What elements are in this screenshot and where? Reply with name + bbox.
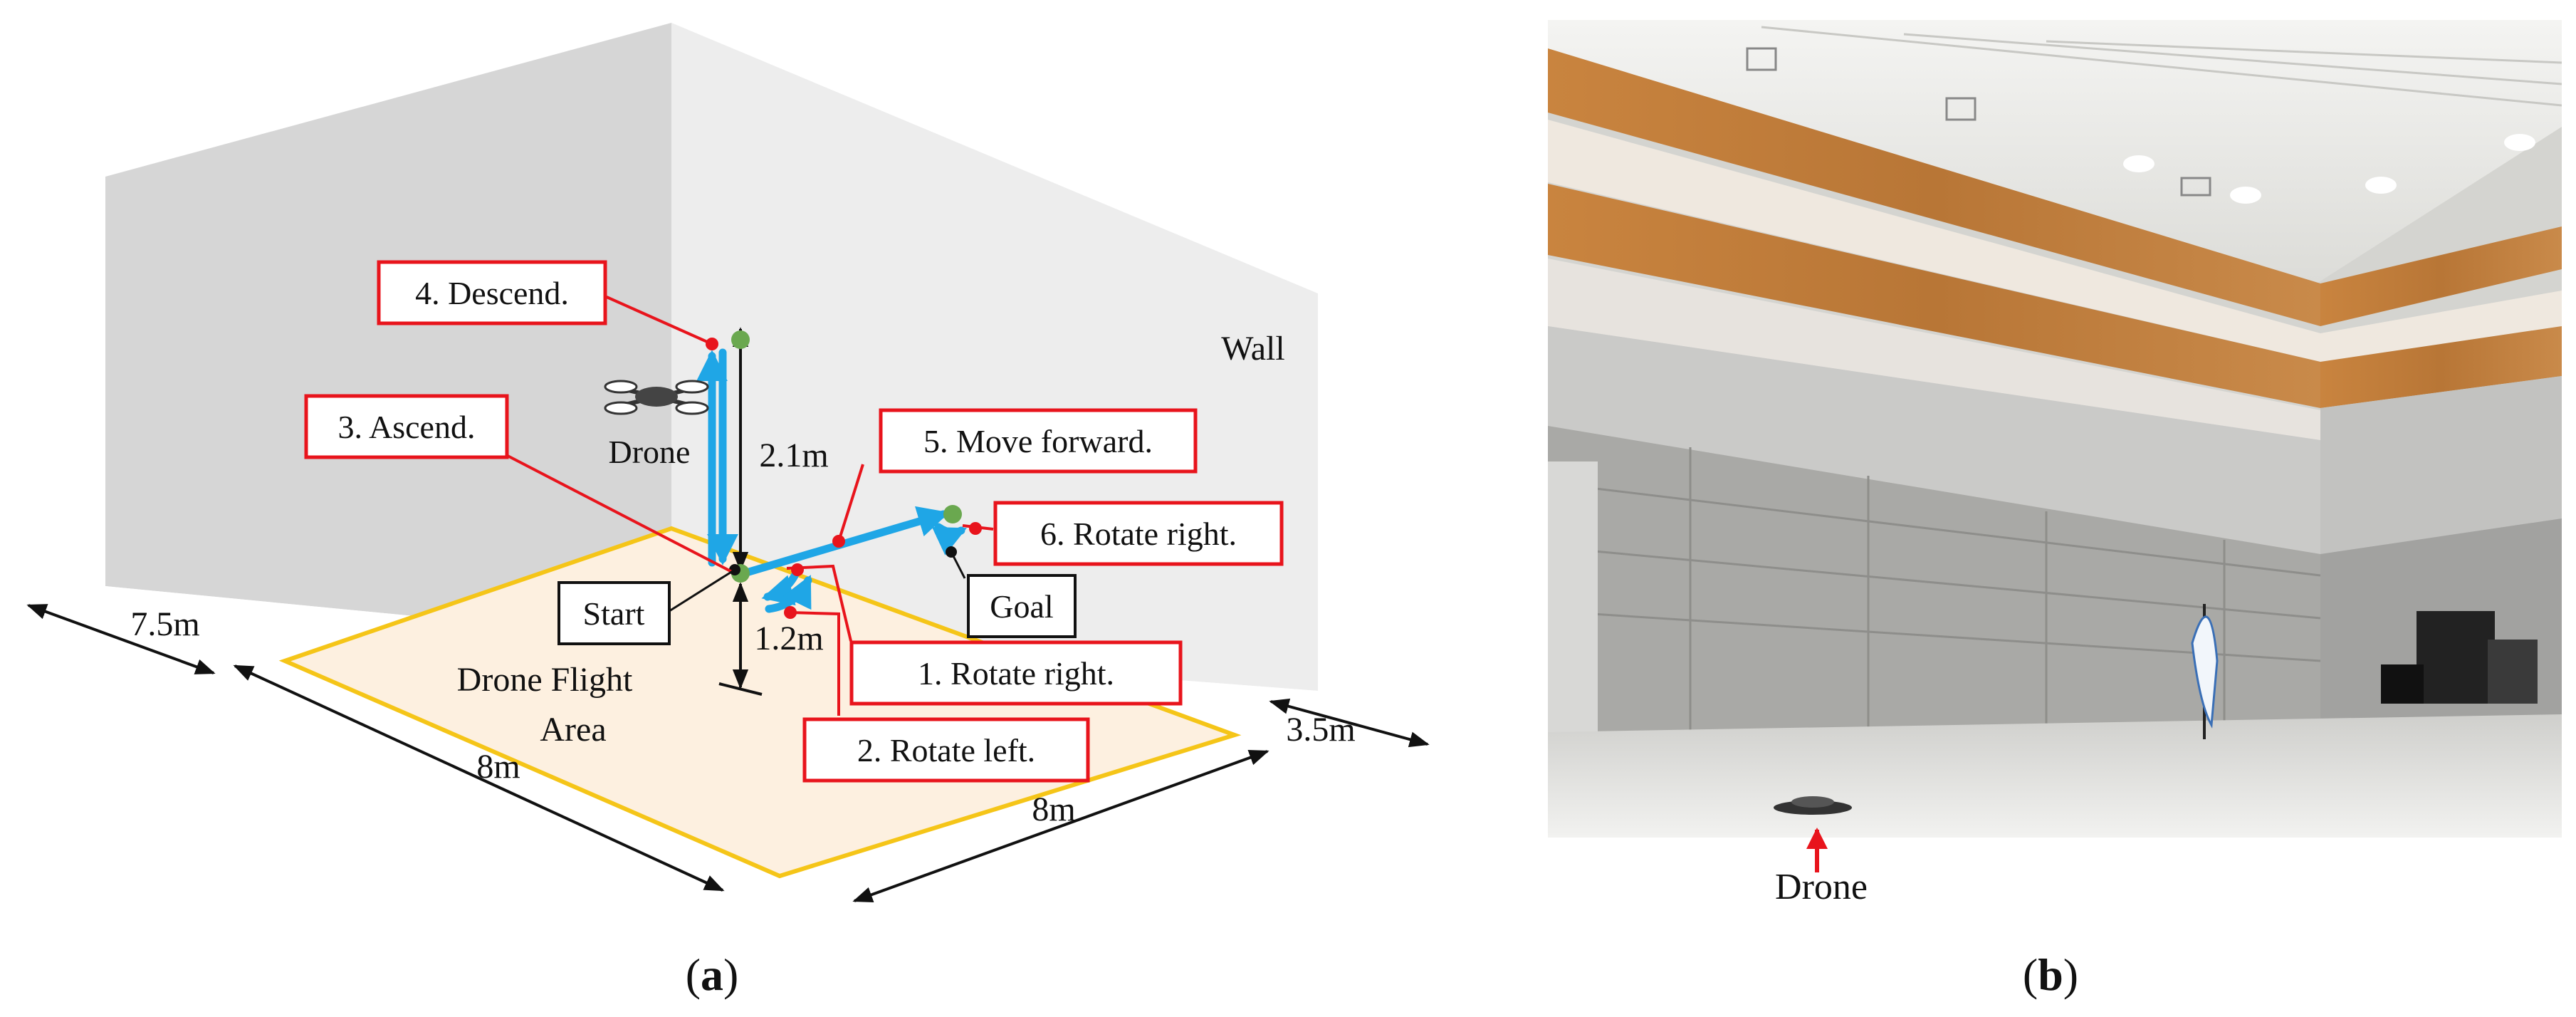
callout-box-6 bbox=[993, 501, 1284, 566]
caption-b-letter: b bbox=[2038, 949, 2063, 1000]
caption-a-open: ( bbox=[686, 949, 701, 1000]
panel-b: Drone (b) bbox=[1548, 20, 2562, 1000]
callout-box-1 bbox=[849, 640, 1183, 706]
callout-box-5 bbox=[879, 408, 1198, 474]
callout-box-2 bbox=[802, 717, 1090, 783]
drone-label-b: Drone bbox=[1775, 867, 1868, 907]
goal-box bbox=[967, 574, 1077, 638]
start-box bbox=[557, 581, 671, 645]
step-3-label: 3. Ascend. bbox=[338, 409, 476, 445]
wall-label: Wall bbox=[1221, 330, 1284, 367]
dim-left-depth: 7.5m bbox=[130, 605, 199, 643]
step-1-label: 1. Rotate right. bbox=[918, 655, 1114, 692]
left-wall bbox=[105, 23, 671, 641]
callout-box-3 bbox=[304, 394, 509, 459]
caption-a-letter: a bbox=[701, 949, 723, 1000]
callout-leader-dots bbox=[706, 338, 982, 619]
dim-area-left: 8m bbox=[476, 748, 520, 786]
dim-ascend-height: 2.1m bbox=[759, 437, 828, 474]
step-4-label: 4. Descend. bbox=[415, 275, 569, 311]
caption-b: (b) bbox=[2023, 949, 2078, 1000]
label-leaders bbox=[669, 551, 966, 612]
dim-start-height: 1.2m bbox=[754, 620, 823, 657]
goal-node bbox=[943, 505, 962, 523]
step-5-label: 5. Move forward. bbox=[923, 423, 1153, 459]
area-label-1: Drone Flight bbox=[457, 661, 633, 699]
panel-a: 4. Descend. 3. Ascend. 5. Move forward. … bbox=[26, 23, 1430, 1000]
dim-right-depth: 3.5m bbox=[1286, 711, 1355, 749]
drone-icon bbox=[604, 380, 709, 415]
dim-area-right: 8m bbox=[1032, 791, 1075, 828]
caption-b-close: ) bbox=[2063, 949, 2078, 1000]
top-node bbox=[731, 330, 750, 349]
goal-label: Goal bbox=[990, 588, 1053, 625]
caption-b-open: ( bbox=[2023, 949, 2038, 1000]
caption-a-close: ) bbox=[723, 949, 738, 1000]
hall-photo bbox=[1548, 20, 2562, 838]
caption-a: (a) bbox=[686, 949, 739, 1000]
step-2-label: 2. Rotate left. bbox=[857, 732, 1035, 768]
dimension-lines bbox=[26, 327, 1430, 902]
callout-box-4 bbox=[377, 260, 607, 325]
start-label: Start bbox=[583, 595, 645, 632]
step-6-label: 6. Rotate right. bbox=[1040, 516, 1237, 552]
drone-label-a: Drone bbox=[609, 434, 691, 470]
area-label-2: Area bbox=[540, 711, 606, 749]
callout-leaders bbox=[507, 296, 994, 716]
